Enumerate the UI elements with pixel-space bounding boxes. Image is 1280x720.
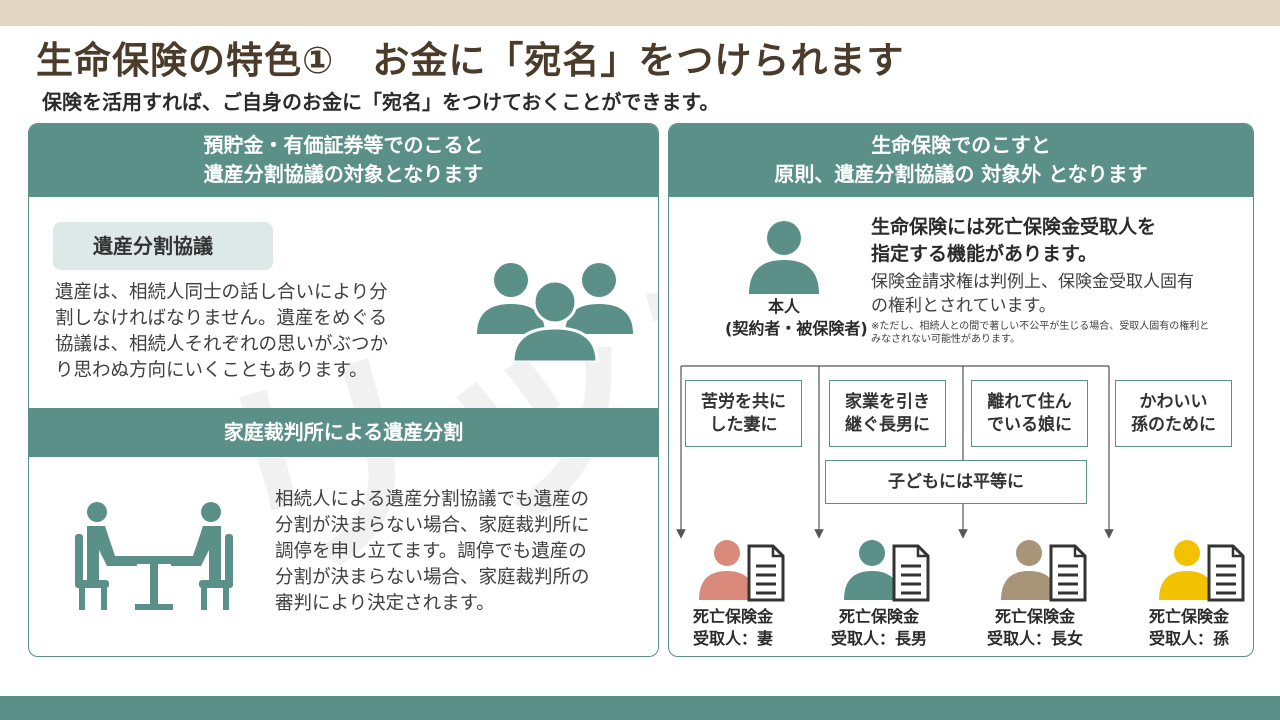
- paragraph-line: 相続人による遺産分割協議でも遺産の: [275, 489, 589, 510]
- top-decor-bar: [0, 0, 1280, 26]
- group-people-icon: [477, 263, 633, 362]
- family-court-paragraph: 相続人による遺産分割協議でも遺産の 分割が決まらない場合、家庭裁判所に 調停を申…: [275, 487, 650, 617]
- box-line: かわいい: [1139, 391, 1208, 412]
- beneficiary-feature-line: 生命保険には死亡保険金受取人を: [871, 216, 1157, 238]
- policyholder-name: 本人: [767, 297, 800, 316]
- eldest-son-recipient-label: 死亡保険金 受取人：長男: [819, 606, 939, 650]
- flow-connector-lines: [676, 365, 1114, 539]
- paragraph-line: 調停を申し立てます。調停でも遺産の: [275, 541, 587, 562]
- wife-recipient-icon: [699, 540, 785, 602]
- recipient-line: 受取人：長男: [830, 629, 927, 648]
- right-panel: 生命保険でのこすと 原則、遺産分割協議の 対象外 となります 本人 (契約者・被…: [668, 123, 1254, 657]
- policyholder-label: 本人 (契約者・被保険者): [725, 296, 868, 340]
- bottom-decor-bar: [0, 696, 1280, 720]
- recipient-line: 死亡保険金: [692, 607, 773, 626]
- paragraph-line: 協議は、相続人それぞれの思いがぶつか: [55, 334, 389, 355]
- eldest-daughter-recipient-label: 死亡保険金 受取人：長女: [975, 606, 1095, 650]
- recipient-line: 受取人：孫: [1148, 629, 1229, 648]
- box-line: した妻に: [709, 414, 778, 435]
- grandchild-intent-box: かわいい 孫のために: [1115, 380, 1232, 447]
- inheritance-division-pill: 遺産分割協議: [53, 222, 273, 270]
- recipient-line: 受取人：長女: [986, 629, 1083, 648]
- left-header-line: 遺産分割協議の対象となります: [203, 162, 484, 186]
- right-header-line: 生命保険でのこすと: [871, 133, 1051, 157]
- right-header-line: 原則、遺産分割協議の 対象外 となります: [774, 162, 1148, 186]
- page-subtitle: 保険を活用すれば、ご自身のお金に「宛名」をつけておくことができます。: [42, 90, 720, 114]
- paragraph-line: り思わぬ方向にいくこともあります。: [55, 360, 368, 381]
- footnote-line: みなされない可能性があります。: [871, 334, 1020, 345]
- box-line: 家業を引き: [845, 391, 930, 412]
- box-line: 苦労を共に: [701, 391, 786, 412]
- wife-recipient-label: 死亡保険金 受取人：妻: [673, 606, 793, 650]
- eldest-son-recipient-icon: [844, 540, 930, 602]
- family-court-band: 家庭裁判所による遺産分割: [29, 408, 658, 457]
- left-panel: 預貯金・有価証券等でのこると 遺産分割協議の対象となります リップル 遺産分割協…: [28, 123, 659, 657]
- paragraph-line: 審判により決定されます。: [275, 593, 495, 614]
- box-line: 継ぐ長男に: [845, 414, 930, 435]
- beneficiary-feature-line: 指定する機能があります。: [871, 243, 1098, 265]
- box-line: 子どもには平等に: [888, 471, 1024, 492]
- recipient-line: 死亡保険金: [838, 607, 919, 626]
- meeting-table-icon: [75, 502, 233, 610]
- footnote-line: ※ただし、相続人との間で著しい不公平が生じる場合、受取人固有の権利と: [871, 321, 1210, 332]
- page-title: 生命保険の特色① お金に「宛名」をつけられます: [36, 39, 905, 82]
- recipient-line: 死亡保険金: [994, 607, 1075, 626]
- wife-intent-box: 苦労を共に した妻に: [685, 380, 802, 447]
- paragraph-line: 割しなければなりません。遺産をめぐる: [55, 308, 388, 329]
- right-panel-header: 生命保険でのこすと 原則、遺産分割協議の 対象外 となります: [669, 124, 1253, 197]
- paragraph-line: 分割が決まらない場合、家庭裁判所の: [275, 567, 590, 588]
- paragraph-line: 遺産は、相続人同士の話し合いにより分: [55, 282, 388, 303]
- left-panel-header: 預貯金・有価証券等でのこると 遺産分割協議の対象となります: [29, 124, 658, 197]
- box-line: でいる娘に: [987, 414, 1072, 435]
- grandchild-recipient-icon: [1159, 540, 1245, 602]
- recipient-line: 受取人：妻: [692, 629, 773, 648]
- claim-right-line: 保険金請求権は判例上、保険金受取人固有: [871, 272, 1194, 292]
- policyholder-role: (契約者・被保険者): [725, 319, 868, 338]
- inheritance-division-paragraph: 遺産は、相続人同士の話し合いにより分 割しなければなりません。遺産をめぐる 協議…: [55, 280, 455, 384]
- policyholder-person-icon: [749, 221, 819, 294]
- grandchild-recipient-label: 死亡保険金 受取人：孫: [1129, 606, 1249, 650]
- recipient-line: 死亡保険金: [1148, 607, 1229, 626]
- left-header-line: 預貯金・有価証券等でのこると: [203, 133, 484, 157]
- eldest-son-intent-box: 家業を引き 継ぐ長男に: [829, 380, 946, 447]
- paragraph-line: 分割が決まらない場合、家庭裁判所に: [275, 515, 590, 536]
- claim-right-line: の権利とされています。: [871, 296, 1056, 316]
- children-equal-box: 子どもには平等に: [825, 460, 1087, 504]
- eldest-daughter-recipient-icon: [1001, 540, 1087, 602]
- box-line: 離れて住ん: [987, 391, 1072, 412]
- daughter-intent-box: 離れて住ん でいる娘に: [971, 380, 1088, 447]
- box-line: 孫のために: [1131, 414, 1216, 435]
